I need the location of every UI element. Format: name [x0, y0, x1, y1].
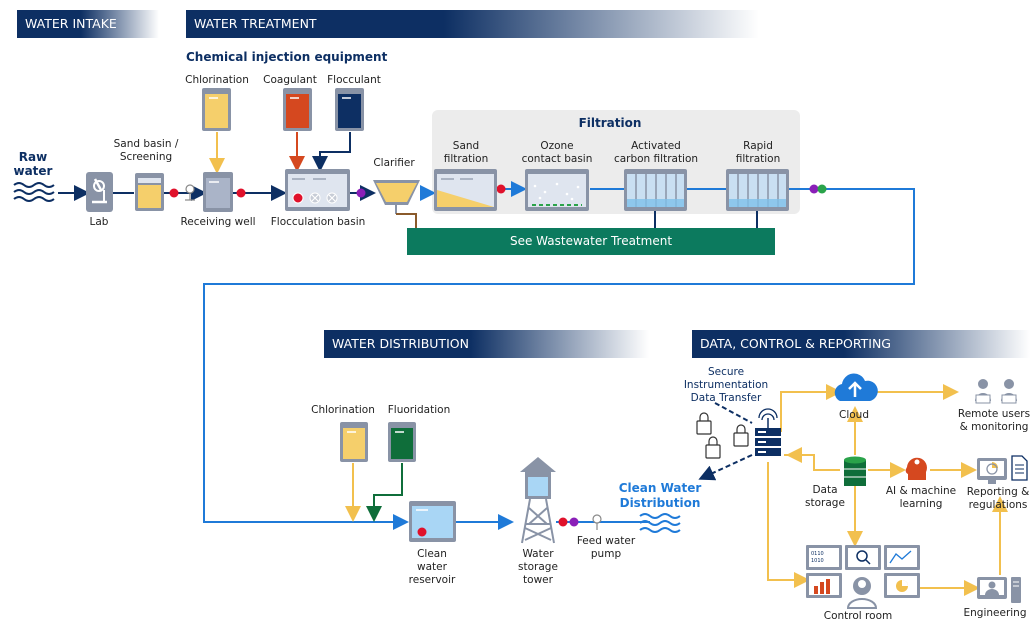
storage-tower-label: Water storage tower [518, 548, 558, 586]
flocculation-basin-icon [285, 169, 350, 211]
rapid-filtration-label: Rapid filtration [735, 140, 781, 165]
reporting-monitor-icon [977, 458, 1007, 484]
sand-basin-label: Sand basin / Screening [113, 138, 179, 163]
remote-users-icon [975, 379, 1017, 404]
dist-chlorination-label: Chlorination [311, 404, 375, 416]
remote-users-label: Remote users & monitoring [957, 408, 1031, 433]
valve-icon [356, 188, 366, 198]
flocculant-tank-icon [335, 88, 364, 131]
valve-icon [817, 184, 827, 194]
activated-carbon-label: Activated carbon filtration [613, 140, 699, 165]
lock-icon [733, 424, 749, 447]
valve-icon [569, 517, 579, 527]
top-process-line [13, 181, 915, 530]
clean-reservoir-label: Clean water reservoir [408, 548, 456, 586]
valve-icon [236, 188, 246, 198]
raw-water-label: Raw water [13, 150, 53, 178]
pump-gauge-icon [185, 184, 195, 201]
flocculation-basin-label: Flocculation basin [270, 216, 366, 228]
cloud-icon [834, 373, 878, 401]
ai-head-icon [905, 457, 927, 480]
ai-ml-label: AI & machine learning [885, 485, 957, 510]
banner-water-distribution: WATER DISTRIBUTION [324, 330, 649, 358]
svg-text:1010: 1010 [811, 558, 824, 564]
receiving-well-icon [203, 172, 233, 212]
sand-filtration-label: Sand filtration [443, 140, 489, 165]
clarifier-label: Clarifier [373, 157, 415, 169]
valve-icon [169, 188, 179, 198]
data-storage-label: Data storage [805, 484, 845, 509]
fluoridation-tank-icon [388, 422, 416, 462]
secure-transfer-label: Secure Instrumentation Data Transfer [683, 366, 769, 404]
banner-water-intake: WATER INTAKE [17, 10, 159, 38]
chlorination-label: Chlorination [185, 74, 249, 86]
reporting-label: Reporting & regulations [966, 486, 1030, 511]
fluoridation-label: Fluoridation [387, 404, 451, 416]
cloud-label: Cloud [839, 409, 869, 421]
rapid-filtration-icon [726, 169, 789, 211]
raw-water-wave-icon [13, 182, 55, 202]
filtration-title: Filtration [578, 116, 642, 130]
coagulant-label: Coagulant [263, 74, 317, 86]
sand-filtration-icon [434, 169, 497, 211]
server-rack-icon [755, 408, 781, 456]
water-tower-icon [520, 457, 556, 544]
clean-reservoir-icon [409, 501, 456, 542]
clean-distribution-label: Clean Water Distribution [618, 481, 702, 510]
engineering-icon [977, 577, 1021, 603]
lab-microscope-icon [86, 172, 113, 212]
chlorination-tank-icon [202, 88, 231, 131]
banner-data-control: DATA, CONTROL & REPORTING [692, 330, 1030, 358]
flocculant-label: Flocculant [327, 74, 381, 86]
document-icon [1011, 455, 1028, 481]
clean-water-wave-icon [639, 513, 681, 533]
lock-icon [705, 436, 721, 459]
valve-icon [496, 184, 506, 194]
engineering-label: Engineering [963, 607, 1027, 619]
banner-water-treatment: WATER TREATMENT [186, 10, 759, 38]
activated-carbon-icon [624, 169, 687, 211]
data-storage-icon [844, 456, 866, 486]
valve-icon [809, 184, 819, 194]
receiving-well-label: Receiving well [180, 216, 256, 228]
coagulant-tank-icon [283, 88, 312, 131]
ozone-basin-icon [525, 169, 589, 211]
feed-pump-icon [592, 514, 602, 530]
clarifier-icon [373, 180, 420, 214]
wastewater-box: See Wastewater Treatment [407, 228, 775, 255]
control-room-label: Control room [823, 610, 893, 622]
lock-icon [696, 412, 712, 435]
chemical-injection-title: Chemical injection equipment [186, 50, 388, 64]
svg-text:0110: 0110 [811, 551, 824, 557]
ozone-label: Ozone contact basin [521, 140, 593, 165]
feed-pump-label: Feed water pump [576, 535, 636, 560]
secure-link [714, 402, 753, 424]
dist-chlorination-tank-icon [340, 422, 368, 462]
lab-label: Lab [89, 216, 109, 228]
sand-basin-icon [135, 173, 164, 211]
valve-icon [558, 517, 568, 527]
